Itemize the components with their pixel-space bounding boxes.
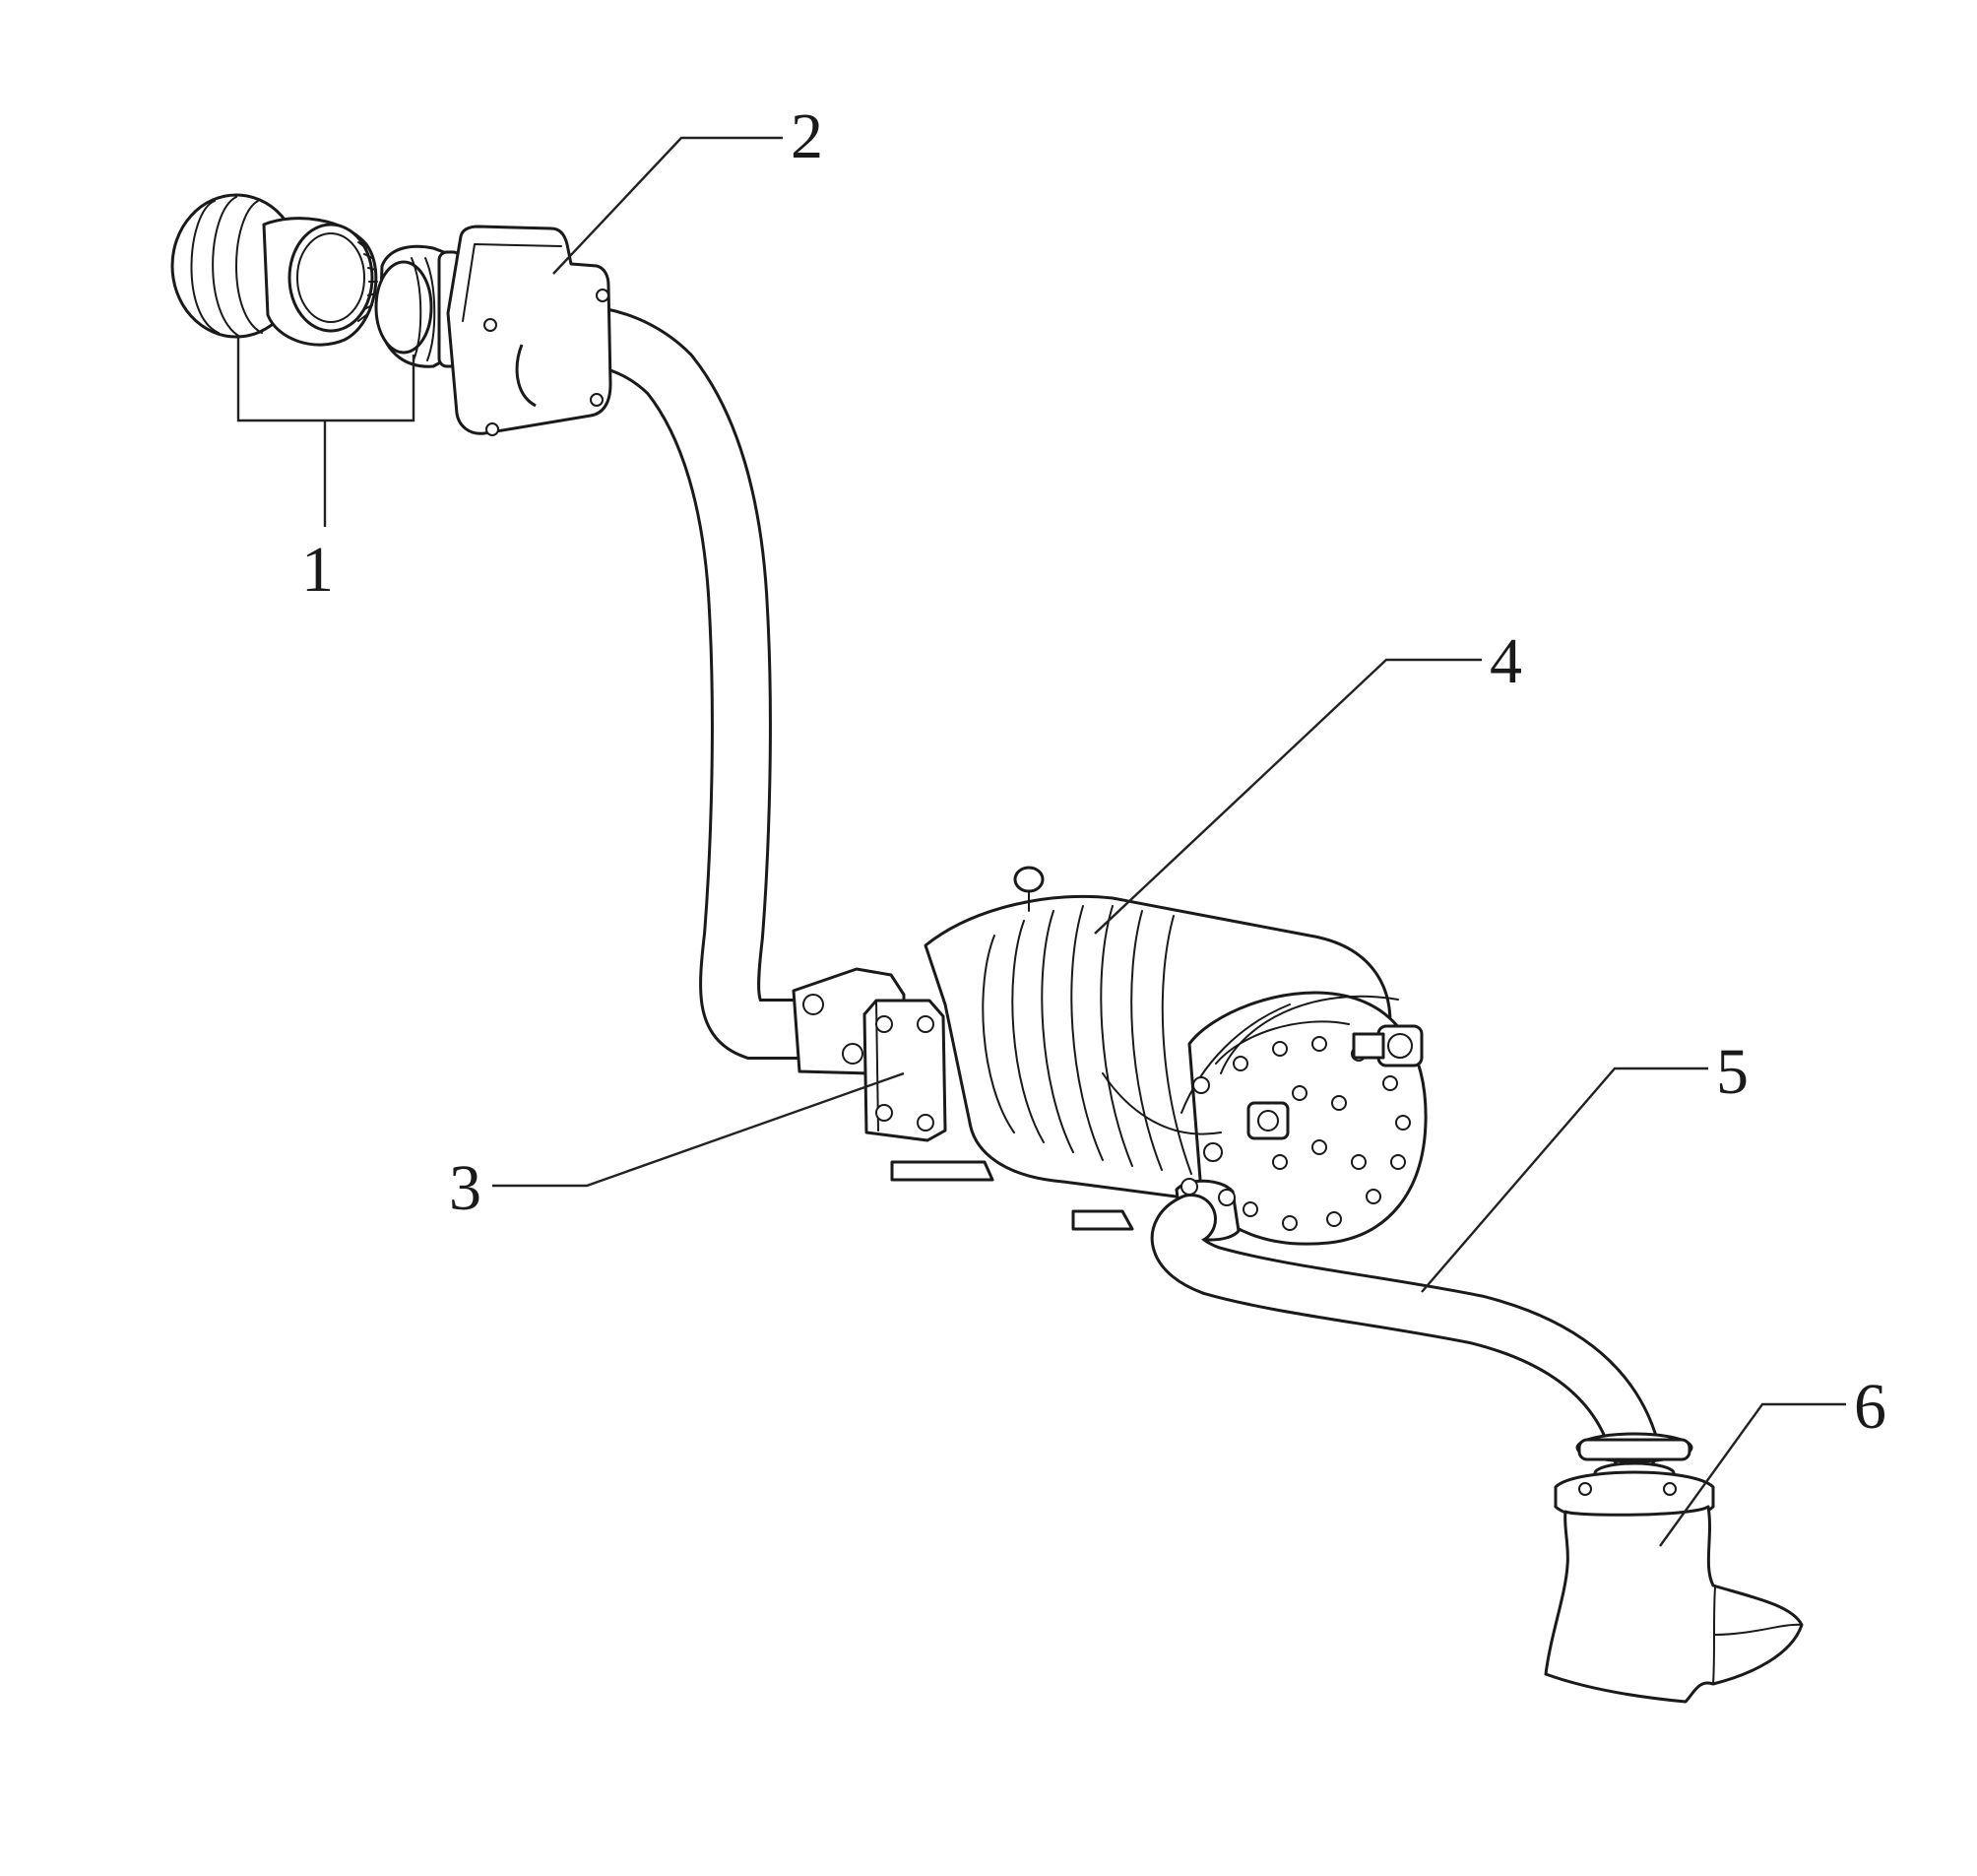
callout-label-1: 1 bbox=[301, 534, 334, 606]
outlet-elbow-body bbox=[1544, 1505, 1804, 1704]
part-2-flange-pipe bbox=[446, 136, 838, 1060]
callout-label-3: 3 bbox=[449, 1152, 481, 1224]
callout-6-leader bbox=[1659, 1402, 1846, 1547]
callout-label-4: 4 bbox=[1490, 625, 1522, 697]
part-5-lower-pipe bbox=[1151, 1067, 1708, 1473]
callout-2-leader bbox=[552, 136, 783, 275]
lifting-eye bbox=[1013, 866, 1045, 893]
part-6-outlet-elbow bbox=[1544, 1402, 1846, 1704]
solenoid-valve bbox=[1376, 1024, 1424, 1067]
callout-label-6: 6 bbox=[1854, 1371, 1886, 1443]
part-4-compressor bbox=[890, 658, 1482, 1246]
callout-label-2: 2 bbox=[791, 100, 823, 172]
callout-3-leader bbox=[492, 1071, 905, 1188]
large-coupling bbox=[170, 193, 378, 347]
part-3-inlet-flange bbox=[492, 967, 947, 1188]
callout-4-leader bbox=[1094, 658, 1482, 935]
flange-plate bbox=[446, 225, 612, 435]
part-1-couplings bbox=[170, 193, 463, 527]
callout-5-leader bbox=[1421, 1067, 1708, 1293]
callout-label-5: 5 bbox=[1716, 1036, 1749, 1108]
callout-1-bracket bbox=[236, 335, 415, 527]
